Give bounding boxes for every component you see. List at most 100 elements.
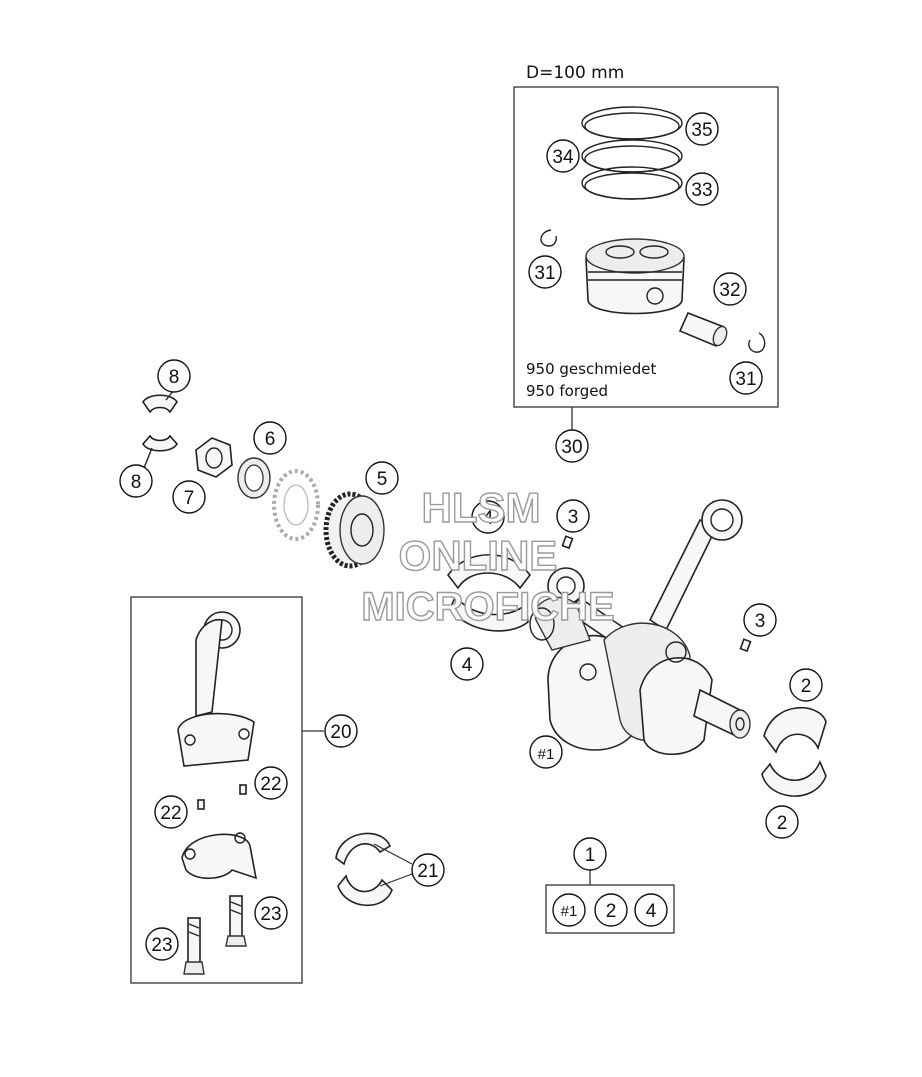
bearing-shell-2-lower (761, 759, 827, 797)
piston-ring-top (581, 106, 683, 140)
svg-text:23: 23 (260, 904, 281, 925)
callout-35[interactable]: 35 (685, 112, 719, 146)
bearing-shell-8-upper (142, 394, 178, 414)
svg-text:#1: #1 (538, 746, 555, 763)
con-rod-kit-box (130, 596, 303, 984)
svg-text:1: 1 (585, 845, 596, 866)
callout-1[interactable]: 1 (573, 837, 607, 871)
main-bearing-4-upper (446, 554, 532, 590)
callout-3-right[interactable]: 3 (743, 603, 777, 637)
diameter-note: D=100 mm (526, 63, 624, 83)
gear-5 (323, 491, 385, 569)
watermark: HLSM ONLINE MICROFICHE (361, 483, 616, 629)
gear-faded (272, 469, 320, 541)
crank-kit-box (545, 884, 675, 934)
callout-20[interactable]: 20 (324, 714, 358, 748)
callout-21[interactable]: 21 (411, 853, 445, 887)
svg-text:8: 8 (169, 367, 180, 388)
callout-5[interactable]: 5 (365, 461, 399, 495)
dowel-22-right (239, 784, 247, 795)
piston-ring-oil (581, 166, 683, 200)
svg-text:22: 22 (260, 774, 281, 795)
watermark-line3: MICROFICHE (361, 585, 614, 629)
bearing-shell-2-upper (763, 706, 827, 754)
kit-item-4[interactable]: 4 (634, 893, 668, 927)
piston-pin (678, 311, 728, 348)
washer-6 (237, 457, 271, 499)
svg-text:4: 4 (483, 508, 494, 529)
svg-text:2: 2 (606, 901, 617, 922)
piston-ring-middle (581, 139, 683, 173)
svg-text:4: 4 (646, 901, 657, 922)
piston-assembly-group: D=100 mm (513, 63, 779, 430)
svg-text:2: 2 (777, 813, 788, 834)
dowel-pin-3a (561, 535, 574, 550)
note-geschmiedet: 950 geschmiedet (526, 360, 656, 378)
circlip-left (540, 229, 557, 247)
svg-text:3: 3 (568, 507, 579, 528)
circlip-right (748, 332, 766, 353)
svg-text:30: 30 (561, 437, 582, 458)
svg-text:22: 22 (160, 803, 181, 824)
watermark-line2: ONLINE (399, 532, 558, 579)
svg-text:4: 4 (462, 655, 473, 676)
callout-23-left[interactable]: 23 (145, 927, 179, 961)
svg-text:5: 5 (377, 469, 388, 490)
callout-22-left[interactable]: 22 (154, 795, 188, 829)
piston-kit-box (513, 86, 779, 408)
svg-text:6: 6 (265, 429, 276, 450)
callout-31-right[interactable]: 31 (729, 361, 763, 395)
kit-item-crankshaft[interactable]: #1 (552, 893, 586, 927)
callout-4-upper[interactable]: 4 (471, 500, 505, 534)
svg-text:3: 3 (755, 611, 766, 632)
leader-21a (373, 843, 413, 865)
callout-8-upper[interactable]: 8 (157, 359, 191, 393)
svg-text:35: 35 (691, 120, 712, 141)
con-rod-kit-group (130, 596, 324, 984)
leader-21b (379, 873, 413, 887)
svg-text:21: 21 (417, 861, 438, 882)
svg-text:7: 7 (184, 488, 195, 509)
callout-7[interactable]: 7 (172, 480, 206, 514)
con-rod-cap (181, 832, 258, 880)
con-rod-bolt-right (225, 895, 247, 947)
con-rod (177, 611, 255, 767)
hex-nut-7 (195, 437, 233, 478)
kit-item-2[interactable]: 2 (594, 893, 628, 927)
leader-8b (143, 447, 153, 469)
callout-4-lower[interactable]: 4 (450, 647, 484, 681)
callout-32[interactable]: 32 (713, 272, 747, 306)
callout-8-lower[interactable]: 8 (119, 464, 153, 498)
callout-3-upper[interactable]: 3 (556, 499, 590, 533)
dowel-22-left (197, 799, 205, 810)
con-rod-bearing-21-lower (337, 874, 393, 907)
callout-31-left[interactable]: 31 (528, 255, 562, 289)
callout-30[interactable]: 30 (555, 429, 589, 463)
con-rod-bearing-21-upper (335, 832, 391, 866)
main-bearing-4-lower (449, 594, 529, 632)
svg-text:33: 33 (691, 180, 712, 201)
svg-text:23: 23 (151, 935, 172, 956)
svg-text:2: 2 (801, 676, 812, 697)
callout-22-right[interactable]: 22 (254, 766, 288, 800)
callout-34[interactable]: 34 (546, 139, 580, 173)
note-forged: 950 forged (526, 382, 608, 400)
svg-text:32: 32 (719, 280, 740, 301)
svg-text:31: 31 (735, 369, 756, 390)
svg-text:#1: #1 (561, 903, 578, 920)
callout-2-upper[interactable]: 2 (789, 668, 823, 702)
callout-crankshaft-1[interactable]: #1 (529, 735, 563, 769)
callout-23-right[interactable]: 23 (254, 896, 288, 930)
svg-text:8: 8 (131, 472, 142, 493)
callout-2-lower[interactable]: 2 (765, 805, 799, 839)
dowel-pin-3b (739, 638, 752, 653)
callout-6[interactable]: 6 (253, 421, 287, 455)
piston (585, 238, 685, 315)
crank-kit-group (545, 870, 675, 934)
svg-text:34: 34 (552, 147, 574, 168)
watermark-line1: HLSM (422, 484, 541, 531)
bearing-shell-8-lower (142, 434, 178, 452)
svg-text:31: 31 (534, 263, 555, 284)
callout-33[interactable]: 33 (685, 172, 719, 206)
